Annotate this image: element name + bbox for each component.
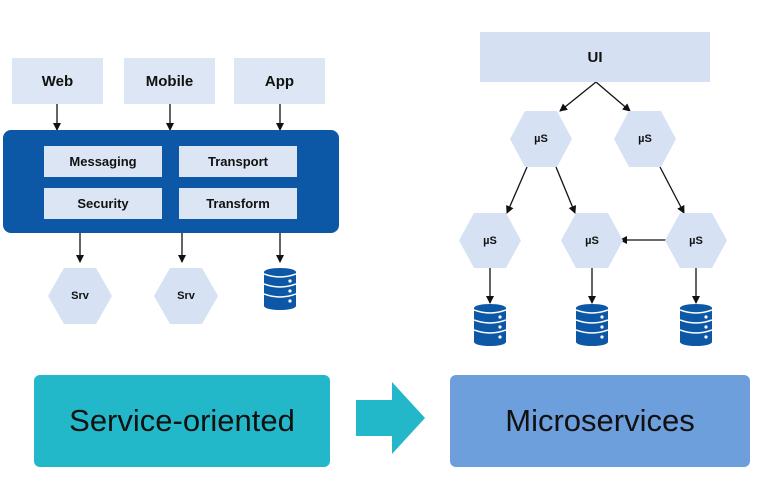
- client-mobile-box: Mobile: [124, 58, 215, 104]
- microservice-label: µS: [585, 234, 599, 247]
- client-app-label: App: [264, 72, 295, 90]
- microservice-node-bottom-left: µS: [459, 213, 521, 268]
- microservice-node-bottom-middle: µS: [561, 213, 623, 268]
- database-icon: [474, 304, 506, 346]
- microservice-label: µS: [534, 133, 548, 145]
- arrow-ui-to-ms-right: [595, 81, 631, 112]
- arrow-ms-left-to-ms-a: [506, 166, 528, 214]
- module-transform-label: Transform: [206, 196, 270, 211]
- module-transport-label: Transport: [208, 154, 268, 169]
- hexagon-icon: [459, 213, 521, 268]
- client-web-box: Web: [12, 58, 103, 104]
- module-messaging-label: Messaging: [69, 154, 137, 169]
- microservice-label: µS: [638, 133, 652, 145]
- client-web-label: Web: [41, 72, 74, 90]
- client-app-box: App: [234, 58, 325, 104]
- service-oriented-caption: Service-oriented: [34, 375, 330, 467]
- microservice-node-top-left: µS: [510, 111, 572, 167]
- service-node-2: Srv: [154, 268, 218, 324]
- service-node-1: Srv: [48, 268, 112, 324]
- transition-arrow: [356, 382, 425, 454]
- hexagon-icon: [154, 268, 218, 324]
- microservices-caption: Microservices: [450, 375, 750, 467]
- service-oriented-caption-text: Service-oriented: [69, 403, 295, 438]
- service-node-2-label: Srv: [177, 290, 195, 302]
- microservice-node-top-right: µS: [614, 111, 676, 167]
- arrow-ms-right-to-ms-c: [659, 166, 685, 214]
- hexagon-icon: [48, 268, 112, 324]
- database-icon: [264, 268, 296, 310]
- service-node-1-label: Srv: [71, 290, 89, 302]
- module-transform: Transform: [179, 188, 297, 219]
- microservice-node-bottom-right: µS: [665, 213, 727, 268]
- database-icon: [576, 304, 608, 346]
- client-mobile-label: Mobile: [145, 72, 194, 90]
- microservice-label: µS: [483, 234, 497, 247]
- hexagon-icon: [561, 213, 623, 268]
- hexagon-icon: [614, 111, 676, 167]
- module-security: Security: [44, 188, 162, 219]
- ui-box: UI: [480, 32, 710, 82]
- arrow-ui-to-ms-left: [559, 81, 597, 112]
- hexagon-icon: [665, 213, 727, 268]
- hexagon-icon: [510, 111, 572, 167]
- module-messaging: Messaging: [44, 146, 162, 177]
- microservices-caption-text: Microservices: [505, 403, 695, 438]
- microservice-label: µS: [689, 234, 703, 247]
- arrow-ms-left-to-ms-b: [555, 166, 577, 214]
- database-icon: [680, 304, 712, 346]
- ui-label: UI: [587, 48, 603, 66]
- module-transport: Transport: [179, 146, 297, 177]
- module-security-label: Security: [77, 196, 129, 211]
